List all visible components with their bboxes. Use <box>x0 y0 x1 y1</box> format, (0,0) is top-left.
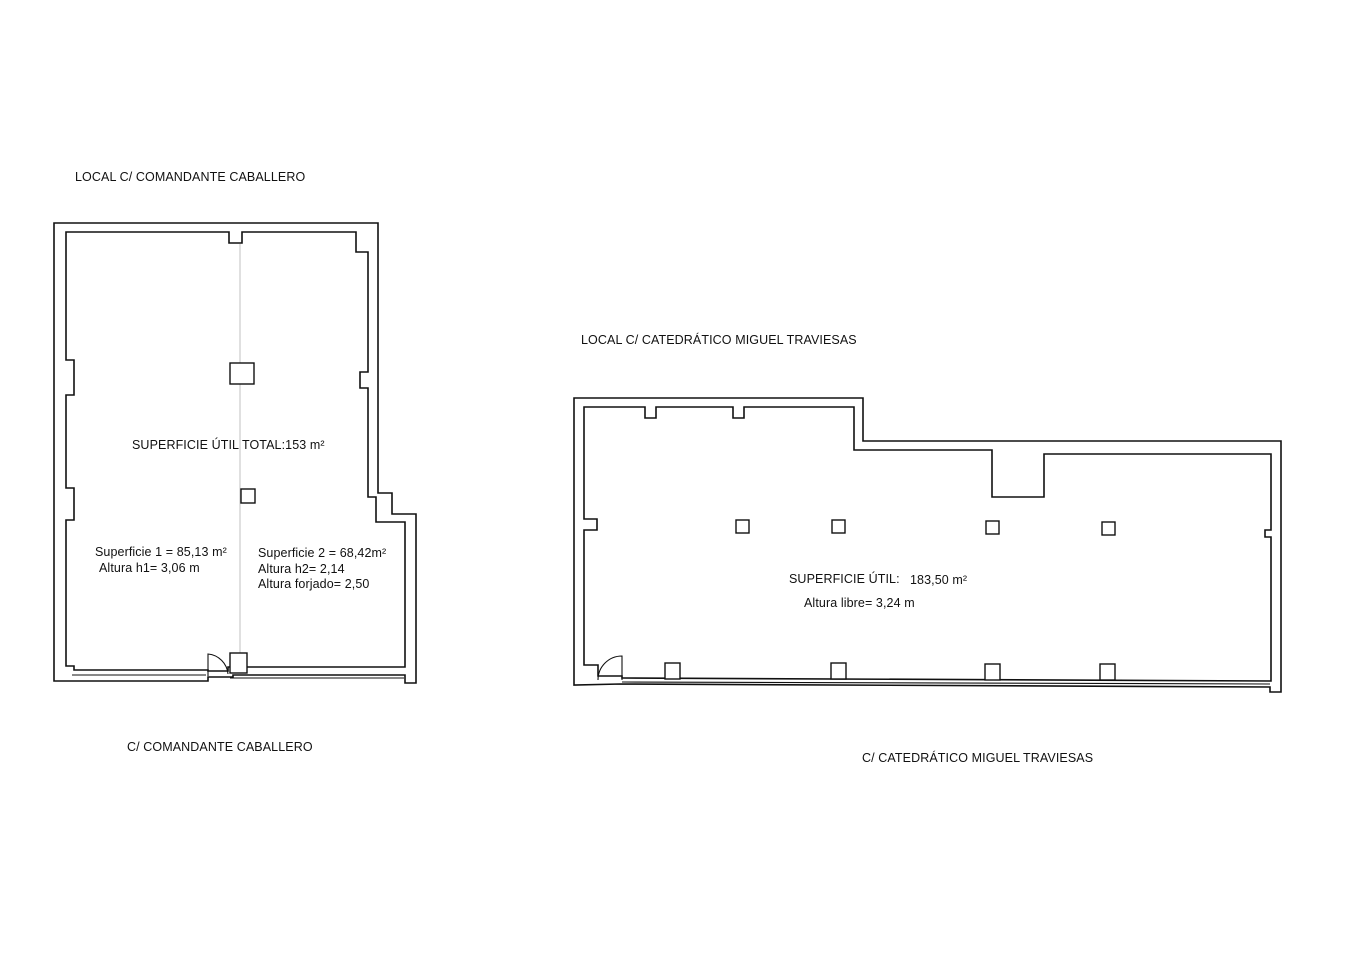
plan-right-walls <box>573 397 1282 693</box>
plan-right-facade-column-3 <box>984 663 1001 681</box>
plan-right-door <box>597 655 623 681</box>
plan-right-column-2 <box>831 519 846 534</box>
plan-right-column-4 <box>1101 521 1116 536</box>
plan-left-walls <box>53 222 417 684</box>
plan-left-door <box>207 653 229 676</box>
plan-left-zone1-area: Superficie 1 = 85,13 m² <box>95 545 227 559</box>
plan-right-facade-column-2 <box>830 662 847 680</box>
plan-left-street: C/ COMANDANTE CABALLERO <box>127 740 313 754</box>
plan-right-outer-wall <box>573 397 1282 693</box>
plan-left-column-2 <box>240 488 256 504</box>
plan-right-facade-column-4 <box>1099 663 1116 681</box>
plan-left-entry-box <box>229 652 248 674</box>
plan-right-area-label: SUPERFICIE ÚTIL: <box>789 572 900 586</box>
plan-right-facade-column-1 <box>664 662 681 680</box>
plan-right-area-value: 183,50 m² <box>910 573 968 587</box>
plan-left-column-1 <box>229 362 255 385</box>
plan-left-zone2-area: Superficie 2 = 68,42m² <box>258 546 387 560</box>
plan-left-zone1-height: Altura h1= 3,06 m <box>99 561 200 575</box>
plan-right-column-3 <box>985 520 1000 535</box>
plan-left-title: LOCAL C/ COMANDANTE CABALLERO <box>75 170 306 184</box>
plan-left-zone2-slab: Altura forjado= 2,50 <box>258 577 370 591</box>
plan-left-outer-wall <box>53 222 417 684</box>
plan-left-inner-wall <box>65 231 406 672</box>
plan-right-inner-wall <box>583 406 1272 682</box>
plan-right-height: Altura libre= 3,24 m <box>804 596 915 610</box>
plan-right-street: C/ CATEDRÁTICO MIGUEL TRAVIESAS <box>862 751 1094 765</box>
plan-left-total-area: SUPERFICIE ÚTIL TOTAL:153 m² <box>132 438 325 452</box>
plan-right-column-1 <box>735 519 750 534</box>
plan-left-zone2-height: Altura h2= 2,14 <box>258 562 345 576</box>
plan-right-title: LOCAL C/ CATEDRÁTICO MIGUEL TRAVIESAS <box>581 333 857 347</box>
